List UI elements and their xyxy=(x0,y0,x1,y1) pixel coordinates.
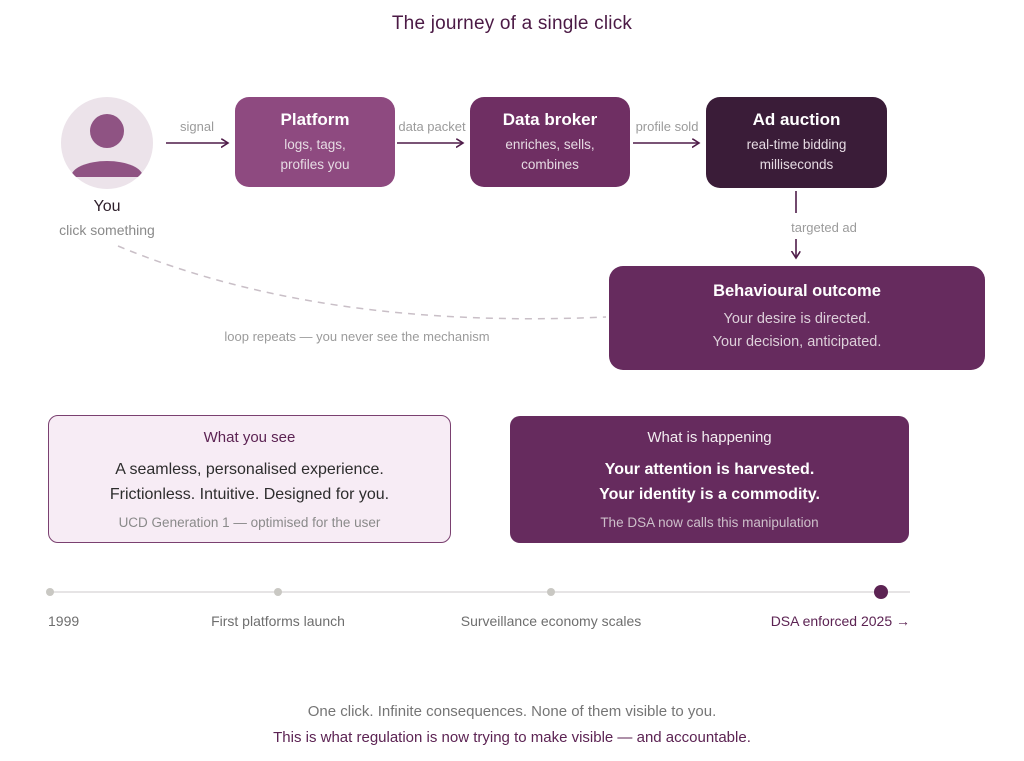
you-sublabel: click something xyxy=(59,222,155,238)
card-what-is-happening-title: What is happening xyxy=(647,429,772,446)
node-behavioural-outcome-line: Your decision, anticipated. xyxy=(712,334,882,350)
timeline-label-surveillance-economy: Surveillance economy scales xyxy=(460,613,642,629)
node-platform-title: Platform xyxy=(280,109,350,129)
node-behavioural-outcome-title: Behavioural outcome xyxy=(713,282,881,300)
timeline-axis xyxy=(50,591,910,593)
card-what-you-see-line: Frictionless. Intuitive. Designed for yo… xyxy=(109,485,390,503)
timeline-label-first-platforms: First platforms launch xyxy=(211,613,345,629)
arrow-label-targeted-ad: targeted ad xyxy=(791,220,857,235)
footer-regulation-line: This is what regulation is now trying to… xyxy=(273,729,751,746)
card-what-you-see: What you see A seamless, personalised ex… xyxy=(48,415,451,543)
node-data-broker-line: combines xyxy=(521,156,579,172)
card-what-you-see-line: A seamless, personalised experience. xyxy=(115,460,384,478)
user-avatar-icon xyxy=(61,97,153,189)
node-platform-line: profiles you xyxy=(280,156,350,172)
node-data-broker-line: enriches, sells, xyxy=(505,136,595,152)
card-what-you-see-title: What you see xyxy=(203,428,296,446)
diagram-title: The journey of a single click xyxy=(391,13,633,34)
timeline-label-dsa-enforced: DSA enforced 2025 → xyxy=(770,613,910,629)
timeline-label-1999: 1999 xyxy=(48,613,80,629)
arrow-label-profile-sold: profile sold xyxy=(635,119,699,134)
avatar-head-shape xyxy=(90,114,124,148)
avatar-shoulders-shape xyxy=(71,161,143,177)
node-platform-line: logs, tags, xyxy=(284,136,346,152)
node-behavioural-outcome-line: Your desire is directed. xyxy=(723,311,871,327)
card-what-is-happening-line: Your identity is a commodity. xyxy=(599,486,820,503)
timeline-dot-1999 xyxy=(46,588,54,596)
node-ad-auction-line: real-time bidding xyxy=(746,137,847,152)
timeline-dot-dsa-enforced xyxy=(874,585,888,599)
node-ad-auction-title: Ad auction xyxy=(752,110,841,129)
node-behavioural-outcome: Behavioural outcome Your desire is direc… xyxy=(609,266,985,370)
loop-repeats-label: loop repeats — you never see the mechani… xyxy=(224,329,490,344)
node-data-broker-title: Data broker xyxy=(502,109,598,129)
node-ad-auction-line: milliseconds xyxy=(759,157,834,172)
footer-summary-line: One click. Infinite consequences. None o… xyxy=(307,703,717,720)
node-platform: Platform logs, tags, profiles you xyxy=(235,97,395,187)
node-ad-auction: Ad auction real-time bidding millisecond… xyxy=(706,97,887,188)
node-data-broker: Data broker enriches, sells, combines xyxy=(470,97,630,187)
loop-dashed-curve xyxy=(117,245,607,320)
card-what-is-happening: What is happening Your attention is harv… xyxy=(510,416,909,543)
arrow-label-data-packet: data packet xyxy=(398,119,466,134)
arrow-label-signal: signal xyxy=(180,119,214,134)
card-what-is-happening-line: Your attention is harvested. xyxy=(604,461,815,478)
you-label: You xyxy=(93,198,121,215)
timeline-dot-first-platforms xyxy=(274,588,282,596)
card-what-is-happening-footer: The DSA now calls this manipulation xyxy=(600,515,819,530)
timeline-dot-surveillance-economy xyxy=(547,588,555,596)
card-what-you-see-footer: UCD Generation 1 — optimised for the use… xyxy=(118,514,381,530)
